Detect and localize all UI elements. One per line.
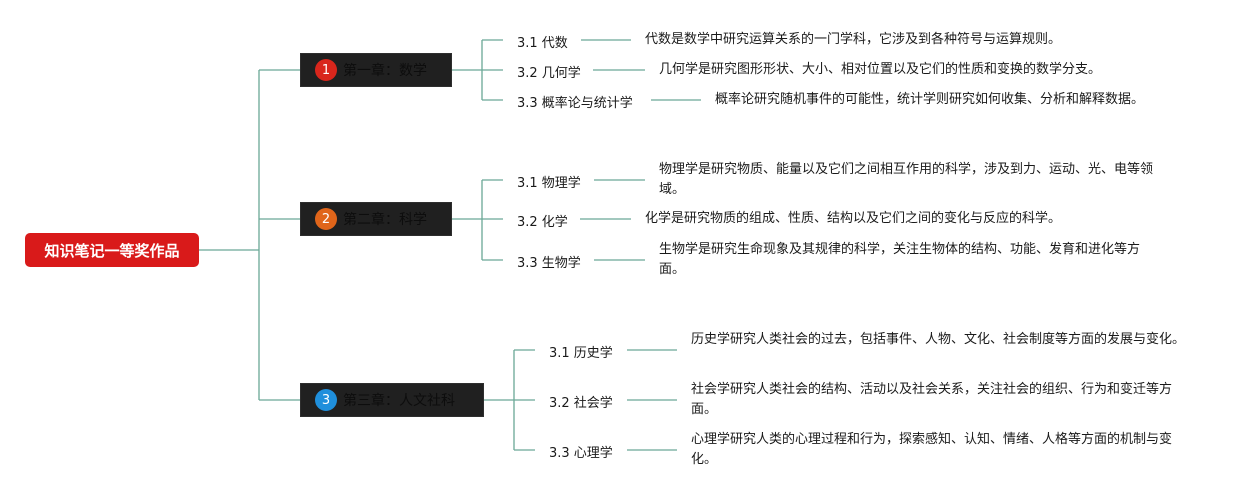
root-title: 知识笔记一等奖作品 bbox=[44, 241, 180, 260]
topic-label[interactable]: 3.3 概率论与统计学 bbox=[517, 96, 633, 111]
topic-label[interactable]: 3.2 几何学 bbox=[517, 66, 581, 81]
root-node[interactable]: 知识笔记一等奖作品 bbox=[25, 233, 199, 267]
topic-label[interactable]: 3.2 社会学 bbox=[549, 396, 613, 411]
chapter1-connector bbox=[452, 39, 503, 101]
topic-description: 生物学是研究生命现象及其规律的科学，关注生物体的结构、功能、发育和进化等方面。 bbox=[659, 242, 1141, 277]
chapter-node-humanities[interactable]: 3 第三章：人文社科 bbox=[300, 383, 484, 417]
topic-description: 几何学是研究图形形状、大小、相对位置以及它们的性质和变换的数学分支。 bbox=[659, 62, 1102, 77]
chapter2-leader-lines bbox=[580, 179, 645, 261]
topic-description: 概率论研究随机事件的可能性，统计学则研究如何收集、分析和解释数据。 bbox=[715, 92, 1145, 107]
topic-description: 物理学是研究物质、能量以及它们之间相互作用的科学，涉及到力、运动、光、电等领域。 bbox=[659, 162, 1154, 197]
topic-description: 历史学研究人类社会的过去，包括事件、人物、文化、社会制度等方面的发展与变化。 bbox=[691, 332, 1186, 347]
topic-label[interactable]: 3.1 历史学 bbox=[549, 346, 613, 361]
topic-description: 代数是数学中研究运算关系的一门学科，它涉及到各种符号与运算规则。 bbox=[645, 32, 1062, 47]
chapter-node-math[interactable]: 1 第一章：数学 bbox=[300, 53, 452, 87]
topic-label[interactable]: 3.2 化学 bbox=[517, 215, 568, 230]
topic-label[interactable]: 3.1 代数 bbox=[517, 36, 568, 51]
chapter-node-science[interactable]: 2 第二章：科学 bbox=[300, 202, 452, 236]
topic-description: 化学是研究物质的组成、性质、结构以及它们之间的变化与反应的科学。 bbox=[645, 211, 1062, 226]
chapter-number-badge: 2 bbox=[315, 208, 337, 230]
chapter3-connector bbox=[484, 349, 535, 451]
topic-description: 心理学研究人类的心理过程和行为，探索感知、认知、情绪、人格等方面的机制与变化。 bbox=[691, 432, 1173, 467]
chapter1-leader-lines bbox=[581, 39, 701, 101]
chapter-number-badge: 3 bbox=[315, 389, 337, 411]
topic-label[interactable]: 3.3 心理学 bbox=[549, 446, 613, 461]
topic-label[interactable]: 3.3 生物学 bbox=[517, 256, 581, 271]
chapter-title: 第三章：人文社科 bbox=[343, 393, 455, 409]
chapter2-connector bbox=[452, 179, 503, 261]
chapter3-leader-lines bbox=[627, 349, 677, 451]
chapter-title: 第二章：科学 bbox=[343, 212, 427, 228]
chapter-number-badge: 1 bbox=[315, 59, 337, 81]
root-connector bbox=[199, 69, 300, 401]
topic-label[interactable]: 3.1 物理学 bbox=[517, 176, 581, 191]
topic-description: 社会学研究人类社会的结构、活动以及社会关系，关注社会的组织、行为和变迁等方面。 bbox=[691, 382, 1173, 417]
chapter-title: 第一章：数学 bbox=[343, 63, 427, 79]
